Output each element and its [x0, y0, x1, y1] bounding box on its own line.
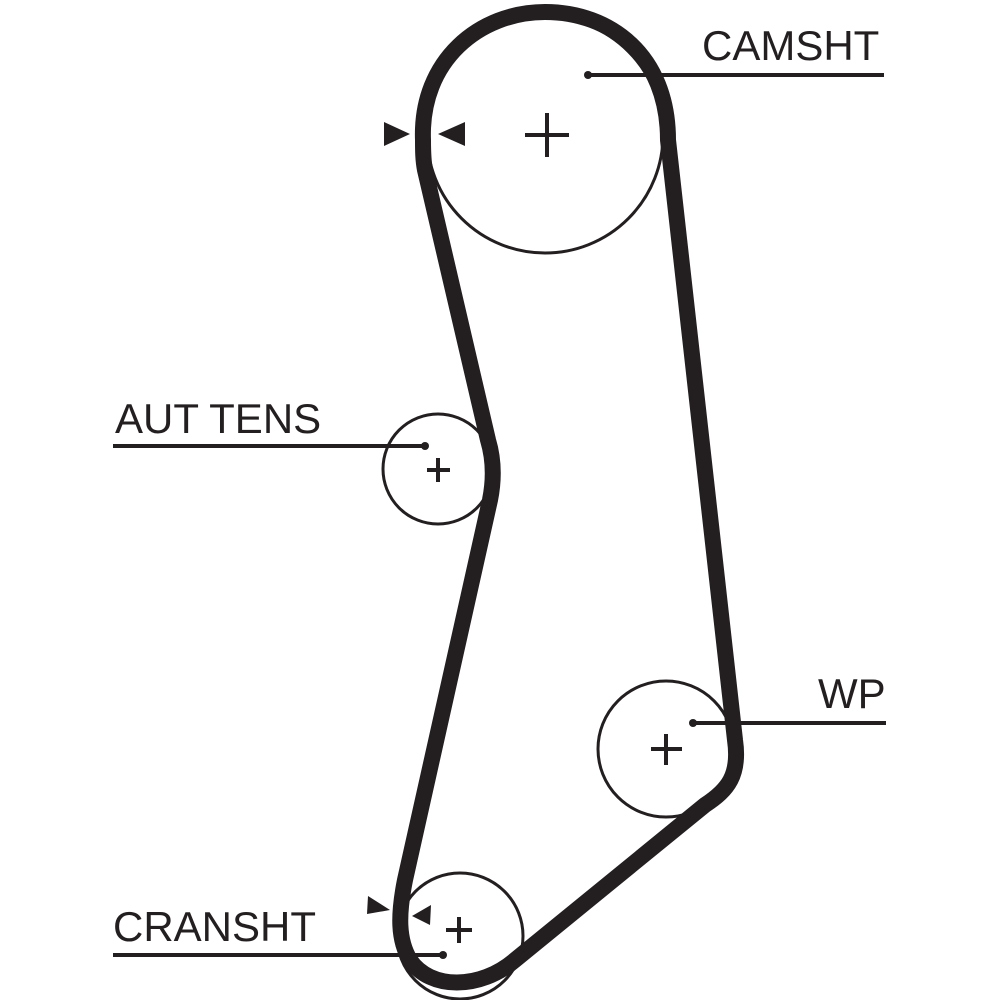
camshaft-timing-mark-outer	[384, 122, 410, 146]
camshaft-center-cross	[525, 113, 569, 157]
crankshaft-center-cross	[446, 917, 472, 943]
water-pump-label: WP	[818, 670, 886, 717]
water-pump-leader	[689, 719, 886, 727]
crankshaft-leader	[113, 951, 447, 959]
camshaft-label: CAMSHT	[702, 22, 879, 69]
timing-belt	[392, 4, 745, 991]
crankshaft-timing-mark-outer	[367, 896, 390, 914]
tensioner-center-cross	[427, 458, 450, 482]
crankshaft-label: CRANSHT	[113, 903, 316, 950]
camshaft-timing-mark-inner	[438, 122, 465, 146]
camshaft-leader	[584, 71, 884, 79]
water-pump-center-cross	[651, 734, 682, 765]
tensioner-label: AUT TENS	[115, 395, 321, 442]
crankshaft-timing-mark-inner	[412, 905, 431, 925]
tensioner-leader	[113, 442, 429, 450]
